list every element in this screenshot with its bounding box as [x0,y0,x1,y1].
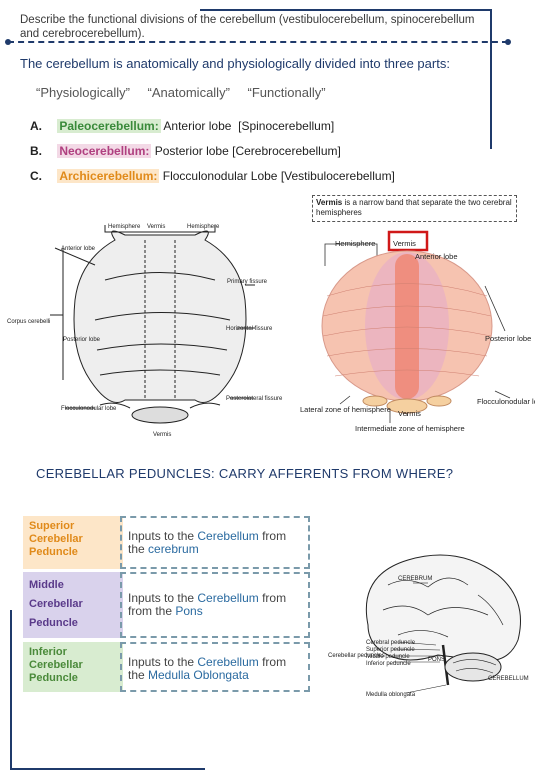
divider-dot-left [5,39,11,45]
divider-dot-right [505,39,511,45]
label-flocculonodular-lobe: Flocculonodular lobe [477,397,535,406]
type-anatomically: “Anatomically” [147,85,230,100]
division-key: C. [30,169,42,183]
vermis-note-text: is a narrow band that separate the two c… [316,198,512,217]
flocculonodular-lobe [386,398,428,414]
intro-text: The cerebellum is anatomically and physi… [20,56,450,71]
label-flocculonodular-lobe: Flocculonodular lobe [61,406,117,412]
label-inferior-peduncle: Inferior peduncle [366,661,411,667]
division-name: Neocerebellum: [57,144,152,158]
label-middle-peduncle: Middle peduncle [366,654,410,660]
peduncle-superior-input: Inputs to the Cerebellum from the cerebr… [120,516,310,569]
peduncle-middle-input: Inputs to the Cerebellum from from the P… [120,572,310,638]
division-key: B. [30,144,42,158]
frame-right-line [490,9,492,149]
label-corpus-cerebelli: Corpus cerebelli [7,319,50,325]
label-anterior-lobe: Anterior lobe [415,252,458,261]
question-text: Describe the functional divisions of the… [20,14,475,40]
peduncle-superior-name: Superior Cerebellar Peduncle [23,516,123,569]
frame-bottom-line [10,768,205,770]
label-anterior-lobe: Anterior lobe [61,246,96,252]
peduncle-inferior-name: Inferior Cerebellar Peduncle [23,642,123,692]
peduncle-middle-name: Middle Cerebellar Peduncle [23,572,123,638]
label-hemisphere: Hemisphere [187,224,220,230]
label-horizontal-fissure: Horizontal fissure [226,326,273,332]
label-medulla-oblongata: Medulla oblongata [366,692,416,698]
vermis-note-term: Vermis [316,198,343,207]
label-hemisphere: Hemisphere [335,239,375,248]
vermis-highlight-box [387,230,429,252]
division-key: A. [30,119,42,133]
label-cerebellar-peduncles: Cerebellar peduncles [328,653,385,659]
division-lobe: Anterior lobe [163,119,232,133]
label-intermediate-zone: Intermediate zone of hemisphere [355,424,465,433]
label-vermis-bottom: Vermis [153,432,171,438]
label-vermis: Vermis [393,239,416,248]
frame-left-line [10,610,12,770]
vermis-note: Vermis is a narrow band that separate th… [312,195,517,222]
vermis-band [395,254,419,399]
division-row-c: C. Archicerebellum: Flocculonodular Lobe… [30,169,395,183]
division-function: [Spinocerebellum] [238,119,335,133]
division-lobe: Posterior lobe [154,144,229,158]
divider-dashed [8,41,508,43]
brain-peduncles-diagram: CEREBRUM Cerebral peduncle Superior pedu… [328,554,529,698]
label-posterior-lobe: Posterior lobe [63,337,101,343]
label-vermis: Vermis [147,224,165,230]
division-row-a: A. Paleocerebellum: Anterior lobe [Spino… [30,119,334,133]
label-vermis-bottom: Vermis [398,409,421,418]
type-functionally: “Functionally” [247,85,326,100]
division-lobe: Flocculonodular Lobe [162,169,278,183]
division-function: [Vestibulocerebellum] [280,169,395,183]
label-primary-fissure: Primary fissure [227,279,268,285]
frame-top-line [200,9,490,11]
label-lateral-zone: Lateral zone of hemisphere [300,405,391,414]
peduncle-inferior-input: Inputs to the Cerebellum from the Medull… [120,642,310,692]
division-types: “Physiologically” “Anatomically” “Functi… [36,85,338,100]
label-posterolateral-fissure: Posterolateral fissure [226,396,283,402]
label-cerebellum: CEREBELLUM [488,676,529,682]
peduncles-heading: CEREBELLAR PEDUNCLES: CARRY AFFERENTS FR… [36,466,454,481]
division-row-b: B. Neocerebellum: Posterior lobe [Cerebr… [30,144,341,158]
type-physiologically: “Physiologically” [36,85,130,100]
cerebellum-lobes-diagram: Hemisphere Vermis Hemisphere Anterior lo… [7,224,283,438]
label-hemisphere: Hemisphere [108,224,141,230]
division-name: Archicerebellum: [57,169,160,183]
cerebellum-zones-diagram: Hemisphere Vermis Anterior lobe Posterio… [300,230,535,433]
division-name: Paleocerebellum: [57,119,161,133]
label-pons: PONS [428,657,445,663]
division-function: [Cerebrocerebellum] [232,144,341,158]
label-superior-peduncle: Superior peduncle [366,647,415,653]
label-posterior-lobe: Posterior lobe [485,334,531,343]
label-cerebrum: CEREBRUM [398,576,432,582]
label-cerebral-peduncle: Cerebral peduncle [366,640,416,646]
